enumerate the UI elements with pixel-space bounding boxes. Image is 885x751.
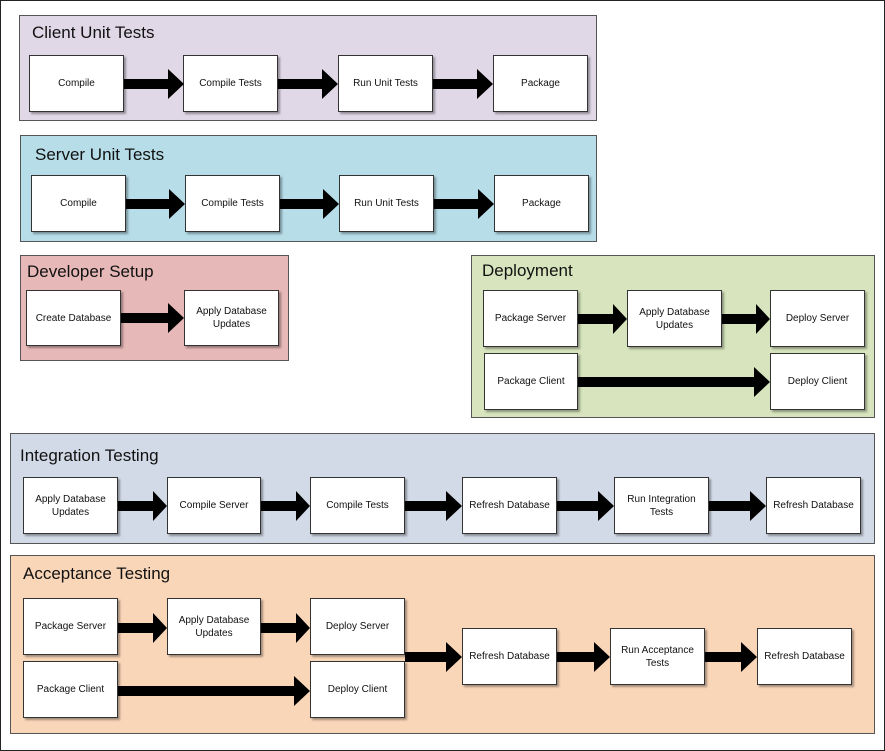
step-package-client: Package Client — [484, 353, 578, 410]
step-apply-database-updates: Apply Database Updates — [627, 290, 722, 347]
step-refresh-database: Refresh Database — [757, 628, 852, 685]
step-run-unit-tests: Run Unit Tests — [338, 55, 433, 112]
step-run-integration-tests: Run Integration Tests — [614, 477, 709, 534]
step-deploy-client: Deploy Client — [310, 661, 405, 718]
panel-acceptance-testing: Acceptance Testing Package Server Apply … — [10, 555, 875, 734]
step-package-server: Package Server — [23, 598, 118, 655]
panel-server-unit-tests: Server Unit Tests Compile Compile Tests … — [20, 135, 597, 242]
flow-arrow — [705, 642, 757, 672]
flow-arrow — [118, 676, 310, 706]
step-package-client: Package Client — [23, 661, 118, 718]
flow-arrow — [124, 69, 184, 99]
panel-title: Server Unit Tests — [35, 145, 165, 164]
step-apply-database-updates: Apply Database Updates — [167, 598, 261, 655]
step-apply-database-updates: Apply Database Updates — [184, 290, 279, 346]
step-compile-server: Compile Server — [167, 477, 261, 534]
step-package: Package — [493, 55, 588, 112]
flow-arrow — [709, 491, 766, 521]
step-run-unit-tests: Run Unit Tests — [339, 175, 434, 232]
step-compile: Compile — [31, 175, 126, 232]
step-run-acceptance-tests: Run Acceptance Tests — [610, 628, 705, 685]
flow-arrow — [557, 642, 610, 672]
flow-arrow — [118, 613, 167, 643]
step-package: Package — [494, 175, 589, 232]
flow-arrow — [261, 491, 310, 521]
panel-deployment: Deployment Package Server Apply Database… — [471, 255, 875, 418]
step-deploy-server: Deploy Server — [770, 290, 865, 347]
flow-arrow — [433, 69, 493, 99]
flow-arrow — [126, 189, 185, 219]
flow-arrow — [278, 69, 338, 99]
flow-arrow — [557, 491, 614, 521]
panel-client-unit-tests: Client Unit Tests Compile Compile Tests … — [19, 15, 597, 121]
flow-arrow — [578, 367, 770, 397]
panel-title: Deployment — [482, 261, 573, 280]
flow-arrow — [121, 303, 184, 333]
flow-arrow — [578, 304, 627, 334]
step-package-server: Package Server — [483, 290, 578, 347]
step-refresh-database: Refresh Database — [462, 477, 557, 534]
panel-title: Developer Setup — [27, 262, 154, 281]
step-compile-tests: Compile Tests — [310, 477, 405, 534]
step-compile: Compile — [29, 55, 124, 112]
step-apply-database-updates: Apply Database Updates — [23, 477, 118, 534]
flow-arrow — [261, 613, 310, 643]
step-create-database: Create Database — [26, 290, 121, 346]
panel-integration-testing: Integration Testing Apply Database Updat… — [10, 433, 875, 544]
step-refresh-database: Refresh Database — [766, 477, 861, 534]
panel-developer-setup: Developer Setup Create Database Apply Da… — [20, 255, 289, 361]
step-compile-tests: Compile Tests — [183, 55, 278, 112]
flow-arrow — [405, 491, 462, 521]
step-deploy-server: Deploy Server — [310, 598, 405, 655]
flow-arrow — [434, 189, 494, 219]
flow-arrow — [118, 491, 167, 521]
flow-arrow — [405, 642, 462, 672]
flow-arrow — [280, 189, 339, 219]
step-refresh-database: Refresh Database — [462, 628, 557, 685]
step-deploy-client: Deploy Client — [770, 353, 865, 410]
panel-title: Acceptance Testing — [23, 564, 171, 583]
step-compile-tests: Compile Tests — [185, 175, 280, 232]
flow-arrow — [722, 304, 770, 334]
panel-title: Integration Testing — [20, 446, 159, 465]
panel-title: Client Unit Tests — [32, 23, 155, 42]
